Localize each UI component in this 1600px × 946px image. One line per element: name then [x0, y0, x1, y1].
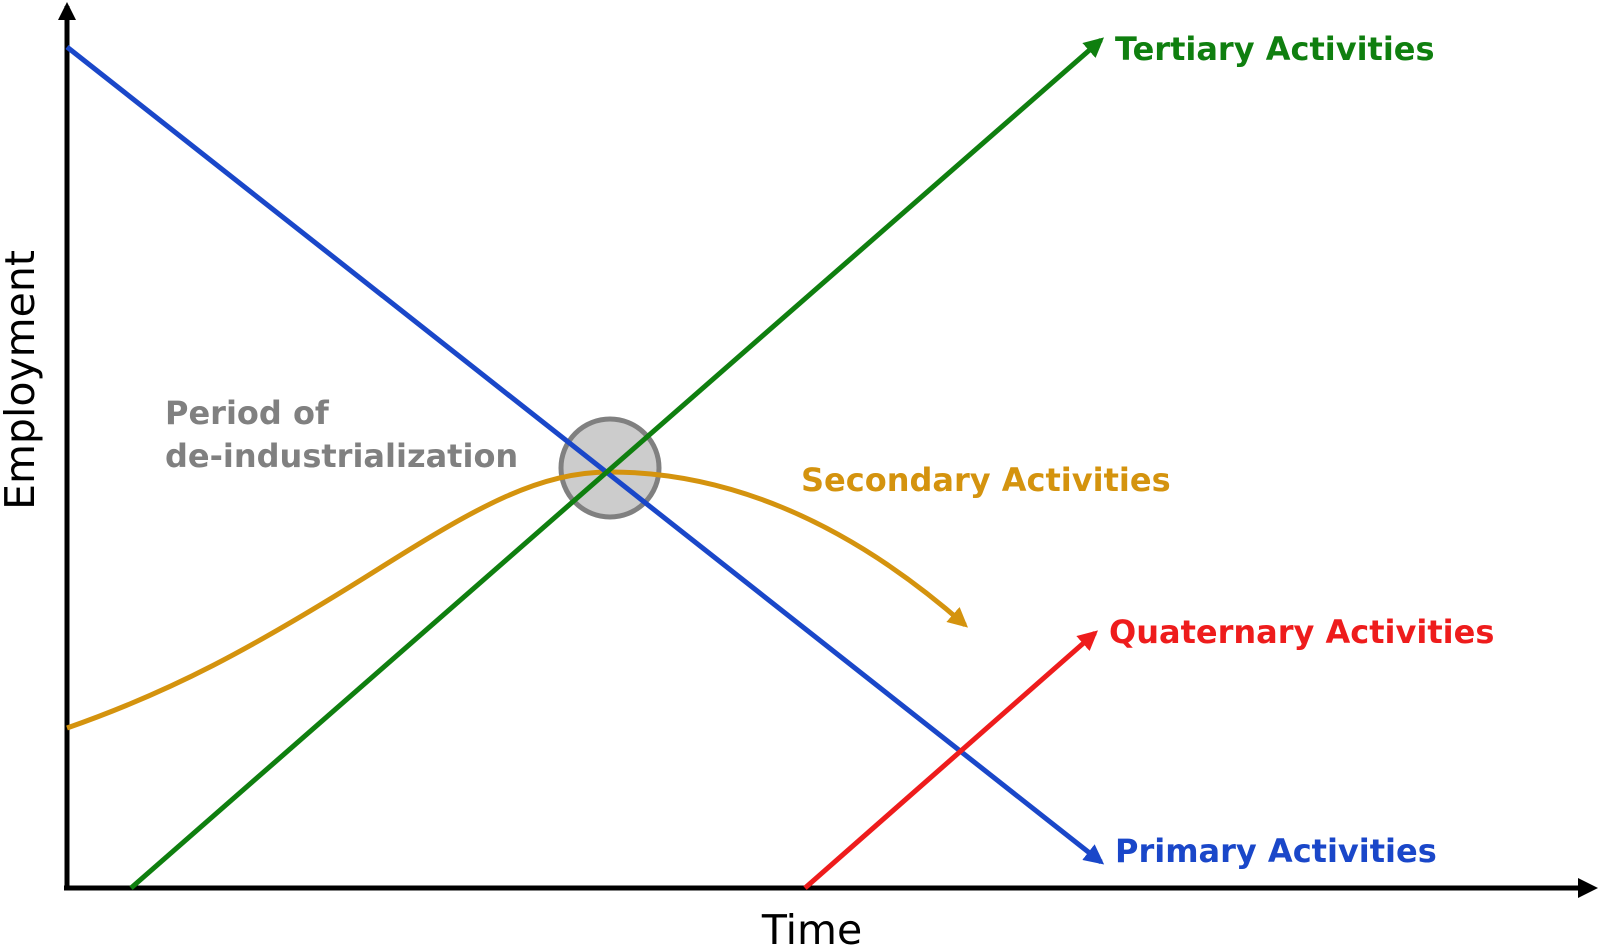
y-axis-label: Employment	[0, 250, 44, 510]
secondary-activities-label: Secondary Activities	[801, 461, 1171, 499]
y-axis-arrowhead	[58, 2, 76, 20]
annotation-line-1: Period of	[165, 394, 330, 432]
tertiary-activities-label: Tertiary Activities	[1115, 30, 1435, 68]
tertiary-activities-line	[129, 37, 1105, 890]
x-axis-arrowhead	[1578, 878, 1598, 898]
x-axis-label: Time	[761, 906, 862, 946]
primary-activities-label: Primary Activities	[1115, 832, 1437, 870]
quaternary-activities-line	[803, 630, 1099, 890]
primary-activities-line	[65, 45, 1105, 865]
quaternary-activities-label: Quaternary Activities	[1109, 613, 1494, 651]
secondary-activities-curve	[66, 469, 969, 731]
annotation-line-2: de-industrialization	[165, 437, 518, 475]
